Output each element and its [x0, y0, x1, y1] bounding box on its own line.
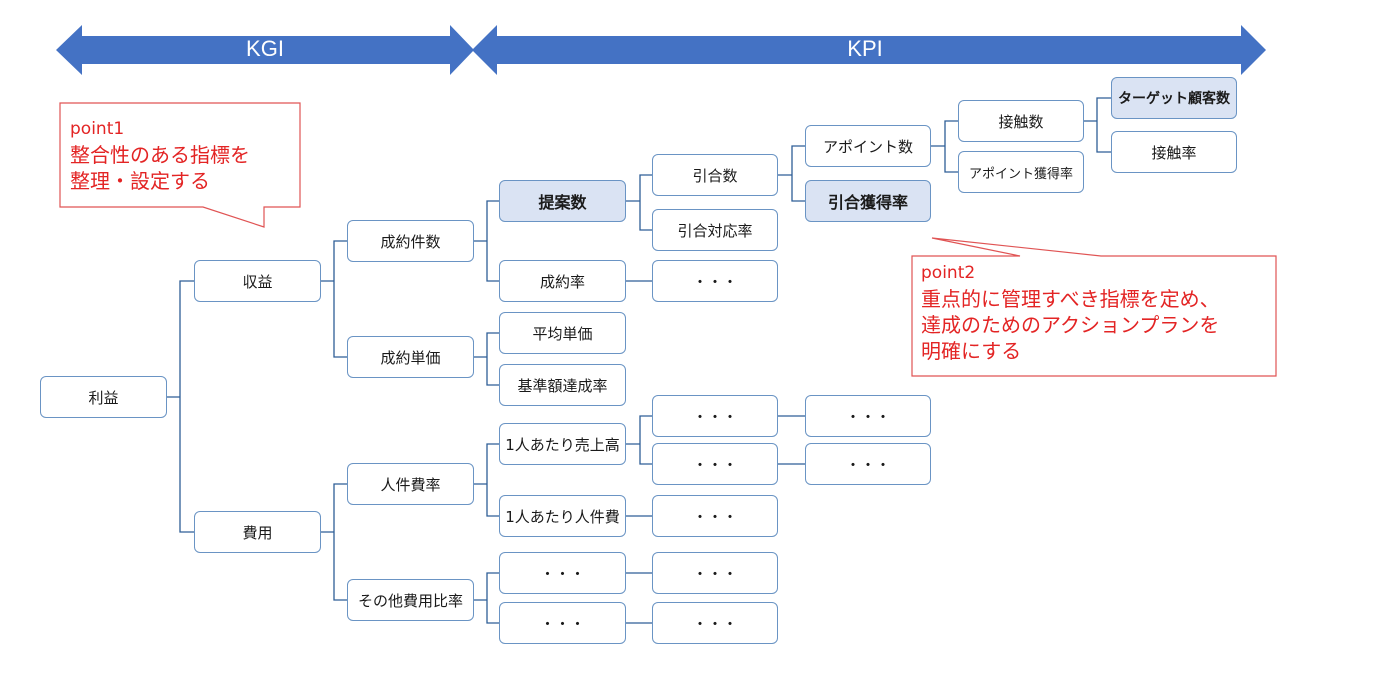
point2-callout: [911, 237, 1277, 377]
node-inquiry-count: 引合数: [652, 154, 778, 196]
node-deal-count: 成約件数: [347, 220, 474, 262]
kgi-label: KGI: [246, 36, 284, 61]
node-inquiry-acquire-rate: 引合獲得率: [805, 180, 931, 222]
node-target-customers: ターゲット顧客数: [1111, 77, 1237, 119]
node-ellipsis: ・・・: [499, 552, 626, 594]
node-other-cost-rate: その他費用比率: [347, 579, 474, 621]
kpi-label: KPI: [847, 36, 883, 61]
node-contact-rate: 接触率: [1111, 131, 1237, 173]
node-ellipsis: ・・・: [652, 260, 778, 302]
node-personnel-rate: 人件費率: [347, 463, 474, 505]
kgi-arrow: [56, 25, 474, 75]
point1-callout: [59, 102, 301, 228]
node-ellipsis: ・・・: [652, 602, 778, 644]
node-proposal-count: 提案数: [499, 180, 626, 222]
node-ellipsis: ・・・: [652, 552, 778, 594]
node-average-price: 平均単価: [499, 312, 626, 354]
node-appointment-count: アポイント数: [805, 125, 931, 167]
node-ellipsis: ・・・: [805, 395, 931, 437]
node-appointment-acquire-rate: アポイント獲得率: [958, 151, 1084, 193]
point1-title: point1: [70, 119, 125, 139]
node-profit: 利益: [40, 376, 167, 418]
node-standard-rate: 基準額達成率: [499, 364, 626, 406]
node-ellipsis: ・・・: [652, 495, 778, 537]
point2-line: 達成のためのアクションプランを: [921, 313, 1220, 337]
point1-line: 整合性のある指標を: [70, 143, 250, 167]
node-ellipsis: ・・・: [652, 443, 778, 485]
node-cost-per-person: 1人あたり人件費: [499, 495, 626, 537]
node-ellipsis: ・・・: [652, 395, 778, 437]
point2-line: 重点的に管理すべき指標を定め、: [921, 287, 1220, 311]
node-unit-price: 成約単価: [347, 336, 474, 378]
node-ellipsis: ・・・: [499, 602, 626, 644]
node-sales-per-person: 1人あたり売上高: [499, 423, 626, 465]
node-close-rate: 成約率: [499, 260, 626, 302]
point1-note: point1 整合性のある指標を 整理・設定する: [70, 116, 250, 194]
kpi-arrow: [472, 25, 1266, 75]
point1-line: 整理・設定する: [70, 169, 210, 193]
node-inquiry-response-rate: 引合対応率: [652, 209, 778, 251]
node-contact-count: 接触数: [958, 100, 1084, 142]
point2-title: point2: [921, 263, 976, 283]
point2-note: point2 重点的に管理すべき指標を定め、 達成のためのアクションプランを 明…: [921, 260, 1220, 364]
node-revenue: 収益: [194, 260, 321, 302]
node-cost: 費用: [194, 511, 321, 553]
node-ellipsis: ・・・: [805, 443, 931, 485]
point2-line: 明確にする: [921, 339, 1022, 363]
